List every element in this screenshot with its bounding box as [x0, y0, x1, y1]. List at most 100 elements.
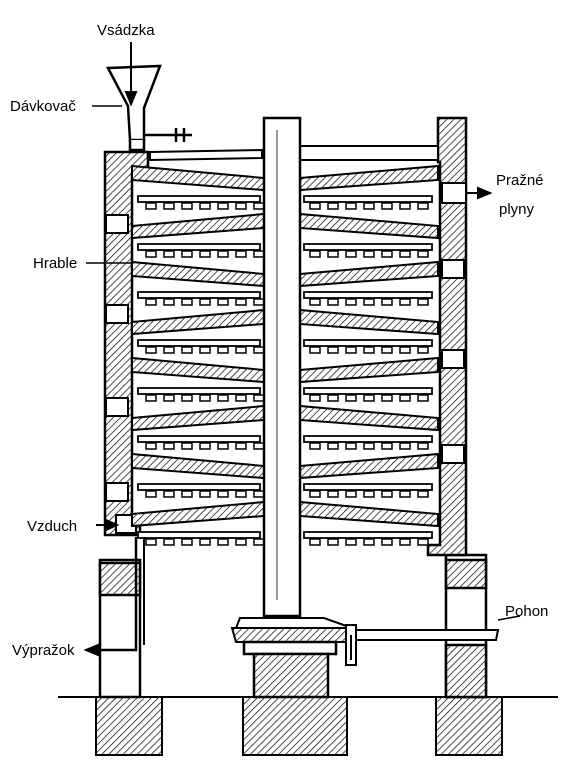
rake-tooth	[181, 538, 193, 546]
labels: Vsádzka Dávkovač Pražné plyny Hrable Vzd…	[10, 22, 548, 659]
rake-tooth	[345, 202, 357, 210]
rake-tooth	[145, 442, 157, 450]
rake-tooth	[235, 538, 247, 546]
rake-tooth	[399, 538, 411, 546]
gear-base	[242, 640, 338, 699]
rake-tooth	[399, 202, 411, 210]
rake-tooth	[363, 346, 375, 354]
rake-tooth	[381, 202, 393, 210]
rake-tooth	[163, 298, 175, 306]
rake-tooth	[199, 394, 211, 402]
rake-tooth	[345, 394, 357, 402]
feeder-hopper	[105, 64, 192, 152]
rake-tooth	[363, 394, 375, 402]
hearth-8	[131, 500, 439, 546]
rake-tooth	[381, 346, 393, 354]
label-calcine: Výpražok	[12, 642, 75, 659]
arrows	[83, 42, 521, 657]
rake-tooth	[145, 394, 157, 402]
rake-tooth	[199, 250, 211, 258]
rake-tooth	[235, 442, 247, 450]
rake-tooth	[399, 490, 411, 498]
rake-tooth	[217, 298, 229, 306]
rake-tooth	[417, 394, 429, 402]
rake-tooth	[199, 538, 211, 546]
rake-tooth	[309, 490, 321, 498]
rake-tooth	[309, 442, 321, 450]
rake-tooth	[235, 202, 247, 210]
rake-tooth	[309, 298, 321, 306]
rake-tooth	[381, 250, 393, 258]
foundation-center	[242, 696, 348, 756]
rake-tooth	[217, 538, 229, 546]
wall-ports	[105, 182, 467, 534]
rake-tooth	[217, 394, 229, 402]
rake-tooth	[327, 202, 339, 210]
rake-tooth	[399, 346, 411, 354]
rake-tooth	[345, 490, 357, 498]
rake-tooth	[363, 250, 375, 258]
drive-shaft	[355, 629, 500, 641]
rake-tooth	[181, 442, 193, 450]
rake-tooth	[145, 298, 157, 306]
rake-tooth	[399, 250, 411, 258]
rake-tooth	[217, 346, 229, 354]
gas-outlet-port	[441, 182, 467, 204]
rake-tooth	[399, 442, 411, 450]
label-drive: Pohon	[505, 603, 548, 620]
rake-tooth	[327, 490, 339, 498]
hearth-7	[131, 452, 439, 498]
hearth-2	[131, 212, 439, 258]
label-feeder: Dávkovač	[10, 98, 76, 115]
rake-tooth	[163, 250, 175, 258]
rake-tooth	[235, 250, 247, 258]
rake-tooth	[181, 346, 193, 354]
rake-tooth	[417, 490, 429, 498]
discharge-chute	[86, 537, 138, 652]
rake-tooth	[345, 538, 357, 546]
rake-tooth	[327, 442, 339, 450]
rake-tooth	[345, 346, 357, 354]
rake-tooth	[145, 202, 157, 210]
rake-tooth	[345, 442, 357, 450]
rake-tooth	[309, 250, 321, 258]
rake-tooth	[163, 202, 175, 210]
rake-tooth	[217, 442, 229, 450]
rake-tooth	[163, 394, 175, 402]
rake-tooth	[253, 490, 265, 498]
bevel-gear	[230, 617, 358, 666]
foundation-right	[435, 696, 503, 756]
rake-tooth	[163, 346, 175, 354]
rake-tooth	[417, 346, 429, 354]
rake-tooth	[309, 346, 321, 354]
rake-tooth	[253, 250, 265, 258]
rake-tooth	[253, 538, 265, 546]
rake-tooth	[181, 250, 193, 258]
rake-tooth	[363, 538, 375, 546]
rake-tooth	[163, 490, 175, 498]
label-air: Vzduch	[27, 518, 77, 535]
rake-tooth	[199, 298, 211, 306]
rake-tooth	[199, 490, 211, 498]
rake-tooth	[327, 538, 339, 546]
label-rakes: Hrable	[33, 255, 77, 272]
rake-tooth	[235, 346, 247, 354]
rake-tooth	[327, 346, 339, 354]
rake-tooth	[327, 250, 339, 258]
rake-tooth	[163, 442, 175, 450]
rake-tooth	[417, 202, 429, 210]
rake-tooth	[145, 250, 157, 258]
rake-tooth	[253, 346, 265, 354]
rake-tooth	[309, 394, 321, 402]
rake-tooth	[363, 442, 375, 450]
rake-tooth	[417, 538, 429, 546]
rake-tooth	[345, 298, 357, 306]
rake-tooth	[381, 298, 393, 306]
label-roast-gases-2: plyny	[499, 201, 535, 218]
rake-tooth	[381, 490, 393, 498]
rake-tooth	[417, 250, 429, 258]
central-shaft	[262, 116, 302, 618]
foundations	[95, 696, 503, 756]
rake-tooth	[417, 442, 429, 450]
